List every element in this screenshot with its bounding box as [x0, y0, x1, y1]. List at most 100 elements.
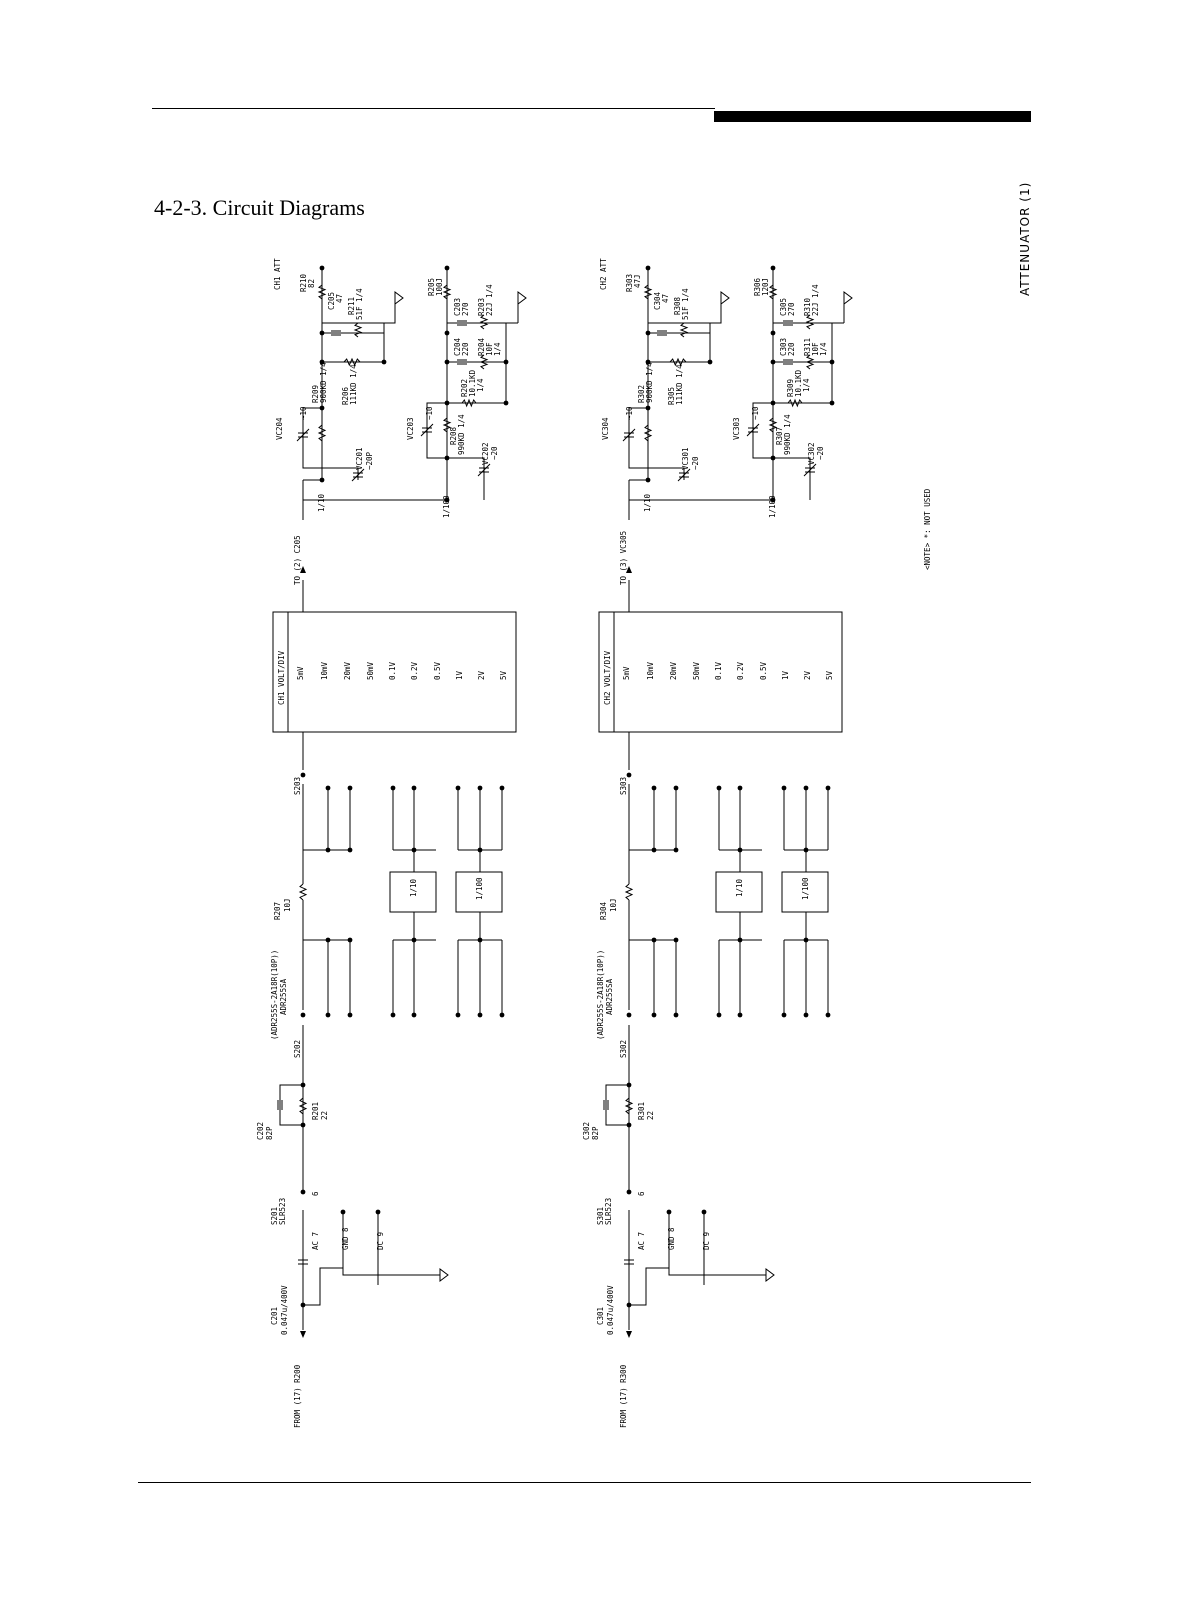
- volt-div-value: 5V: [825, 670, 834, 680]
- volt-div-value: 5V: [499, 670, 508, 680]
- part-label: VC302: [807, 442, 816, 465]
- variable-arrow: [746, 423, 760, 437]
- junction-dot: [455, 785, 461, 791]
- part-value: 47: [335, 294, 344, 303]
- part-value: ~20: [490, 446, 499, 460]
- part-value: 990KD 1/4: [783, 414, 792, 455]
- section-title: 4-2-3. Circuit Diagrams: [154, 195, 365, 220]
- att-wire: [322, 467, 359, 480]
- part-label: VC303: [732, 417, 741, 440]
- part-label: R205: [427, 278, 436, 296]
- junction-dot: [651, 937, 657, 943]
- part-value: 47J: [633, 274, 642, 288]
- part-label: R206: [341, 386, 350, 405]
- part-label: VC204: [275, 417, 284, 440]
- part-value: ADR255SA: [605, 978, 614, 1015]
- variable-arrow: [477, 463, 491, 477]
- junction-dot: [347, 937, 353, 943]
- junction-dot: [347, 1012, 353, 1018]
- junction-dot: [626, 1082, 632, 1088]
- pin-label-gnd: GND 8: [341, 1227, 350, 1250]
- part-value: ~20: [816, 446, 825, 460]
- resistor-symbol: [787, 398, 803, 408]
- junction-dot: [444, 330, 450, 336]
- junction-dot: [737, 785, 743, 791]
- resistor-symbol: [479, 354, 489, 370]
- junction-dot: [829, 400, 835, 406]
- junction-dot: [707, 359, 713, 365]
- part-label: S203: [293, 777, 302, 795]
- part-value: ADR255SA: [279, 978, 288, 1015]
- part-label: C301: [596, 1307, 605, 1325]
- part-label: R311: [803, 338, 812, 356]
- part-label: R308: [673, 296, 682, 315]
- att-wire: [648, 467, 685, 480]
- resistor-symbol: [805, 314, 815, 330]
- ground-wire: [668, 1268, 766, 1276]
- part-value: 1/4: [819, 342, 828, 356]
- junction-dot: [645, 265, 651, 271]
- variable-arrow: [622, 428, 636, 442]
- ground-symbol: [720, 291, 730, 305]
- ground-wire: [342, 1268, 440, 1276]
- part-value: 22: [646, 1111, 655, 1120]
- part-value: 82: [307, 279, 316, 288]
- part-label: C202: [256, 1122, 265, 1140]
- part-label: C304: [653, 291, 662, 310]
- part-label: VC203: [406, 417, 415, 440]
- top-rule: [152, 108, 715, 109]
- junction-dot: [390, 785, 396, 791]
- junction-dot: [626, 772, 632, 778]
- junction-dot: [340, 1209, 346, 1215]
- resistor-symbol: [479, 314, 489, 330]
- part-value: 120J: [761, 278, 770, 296]
- att-wire: [628, 268, 774, 501]
- volt-div-value: 1V: [781, 670, 790, 680]
- part-label: C303: [779, 338, 788, 356]
- bottom-rule: [138, 1482, 1031, 1483]
- junction-dot: [503, 400, 509, 406]
- part-value: SLR523: [604, 1198, 613, 1225]
- part-label: C203: [453, 298, 462, 316]
- signal-arrow: [626, 566, 632, 573]
- resistor-symbol: [317, 284, 327, 300]
- part-label: C201: [270, 1307, 279, 1325]
- part-value: 10.1KD: [794, 369, 803, 397]
- block-label-1-10: 1/10: [409, 878, 418, 897]
- resistor-symbol: [768, 417, 778, 433]
- pin-label-gnd: GND 8: [667, 1227, 676, 1250]
- part-value: 10F: [811, 342, 820, 356]
- junction-dot: [770, 330, 776, 336]
- part-label: R310: [803, 297, 812, 316]
- att-1-10-label: 1/10: [317, 493, 326, 512]
- junction-dot: [626, 1012, 632, 1018]
- att-wire: [628, 407, 648, 469]
- part-value: (ADR255S-2A18R(10P)): [270, 950, 279, 1040]
- junction-dot: [716, 785, 722, 791]
- part-label: R302: [637, 385, 646, 403]
- variable-arrow: [351, 468, 365, 482]
- part-label: VC301: [681, 447, 690, 470]
- part-label: R306: [753, 277, 762, 296]
- top-rule-bold-bar: [714, 111, 1031, 122]
- part-value: 82P: [591, 1126, 600, 1140]
- part-value: 1/4: [493, 342, 502, 356]
- junction-dot: [477, 1012, 483, 1018]
- volt-div-title: CH1 VOLT/DIV: [277, 650, 286, 705]
- junction-dot: [411, 785, 417, 791]
- part-label: R211: [347, 297, 356, 315]
- volt-div-table: [598, 611, 843, 733]
- part-label: C205: [327, 292, 336, 310]
- junction-dot: [325, 847, 331, 853]
- variable-arrow: [803, 463, 817, 477]
- junction-dot: [626, 1122, 632, 1128]
- volt-div-value: 0.2V: [410, 661, 419, 680]
- part-value: 0.047u/400V: [606, 1285, 615, 1335]
- block-label-1-100: 1/100: [475, 877, 484, 900]
- input-source-label: FROM (17) R200: [293, 1364, 302, 1428]
- volt-div-value: 0.1V: [388, 661, 397, 680]
- junction-dot: [300, 1012, 306, 1018]
- junction-dot: [673, 937, 679, 943]
- variable-arrow: [420, 423, 434, 437]
